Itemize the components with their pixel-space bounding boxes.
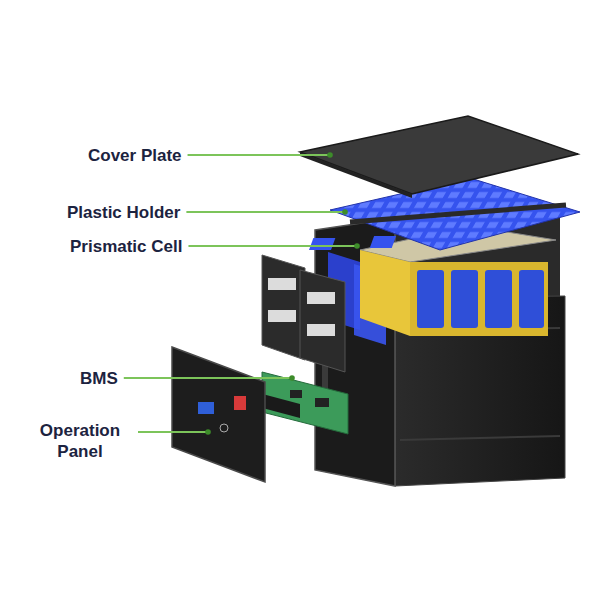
leader-line xyxy=(186,211,345,213)
panel-display xyxy=(198,402,214,414)
terminal xyxy=(268,310,296,322)
case-rib xyxy=(400,436,560,440)
leader-line xyxy=(124,377,292,379)
leader-dot xyxy=(205,429,211,435)
plastic-holder xyxy=(330,178,580,250)
part-label: BMS xyxy=(80,368,118,389)
cell-end xyxy=(519,270,544,328)
cell-end xyxy=(417,270,444,328)
cover-edge xyxy=(300,152,412,198)
leader-dot xyxy=(354,243,360,249)
cover-plate xyxy=(300,116,578,194)
cell-terminal-cover xyxy=(309,238,335,250)
leader-dot xyxy=(327,152,333,158)
terminal-bracket xyxy=(262,255,305,360)
part-label: Cover Plate xyxy=(88,145,182,166)
holder-bar xyxy=(350,205,566,222)
terminal xyxy=(307,292,335,304)
panel-button xyxy=(220,424,228,432)
operation-panel xyxy=(172,347,265,482)
terminal-bracket xyxy=(300,270,345,372)
leader-dot xyxy=(342,209,348,215)
cell-end xyxy=(485,270,512,328)
panel-switch xyxy=(234,396,246,410)
part-label: Plastic Holder xyxy=(67,202,180,223)
part-label: Prismatic Cell xyxy=(70,236,182,257)
cell-end xyxy=(451,270,478,328)
leader-dot xyxy=(289,375,295,381)
part-label: Operation Panel xyxy=(28,420,132,462)
chip xyxy=(315,398,329,407)
terminal xyxy=(307,324,335,336)
chip xyxy=(290,390,302,398)
leader-line xyxy=(188,245,357,247)
cell-front xyxy=(410,262,548,336)
cell-terminal-cover xyxy=(370,236,396,248)
cell-side xyxy=(360,250,410,336)
leader-line xyxy=(138,431,208,433)
terminal xyxy=(268,278,296,290)
leader-line xyxy=(188,154,330,156)
